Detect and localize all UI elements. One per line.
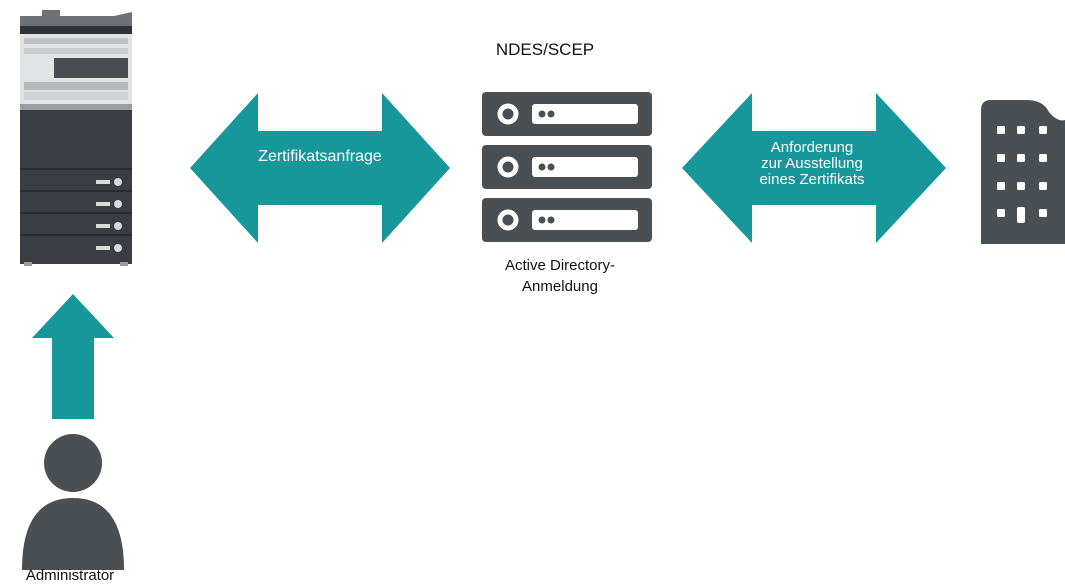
admin-label: Administrator [25,567,115,584]
server-caption-line1: Active Directory- [504,257,616,274]
request-double-arrow [190,93,450,243]
arrow-right-line3: eines Zertifikats [759,171,865,188]
configure-up-arrow [32,294,114,419]
server-title: NDES/SCEP [495,40,595,59]
user-silhouette-icon [20,432,126,570]
server-caption-line2: Anmeldung [522,278,598,295]
issuance-double-arrow [682,93,946,243]
server-stack-icon [482,92,652,242]
arrow-left-label: Zertifikatsanfrage [258,148,382,165]
arrow-right-line2: zur Ausstellung [761,155,863,172]
printer-icon [14,8,138,270]
office-building-icon [977,96,1065,244]
arrow-right-line1: Anforderung [770,139,854,156]
